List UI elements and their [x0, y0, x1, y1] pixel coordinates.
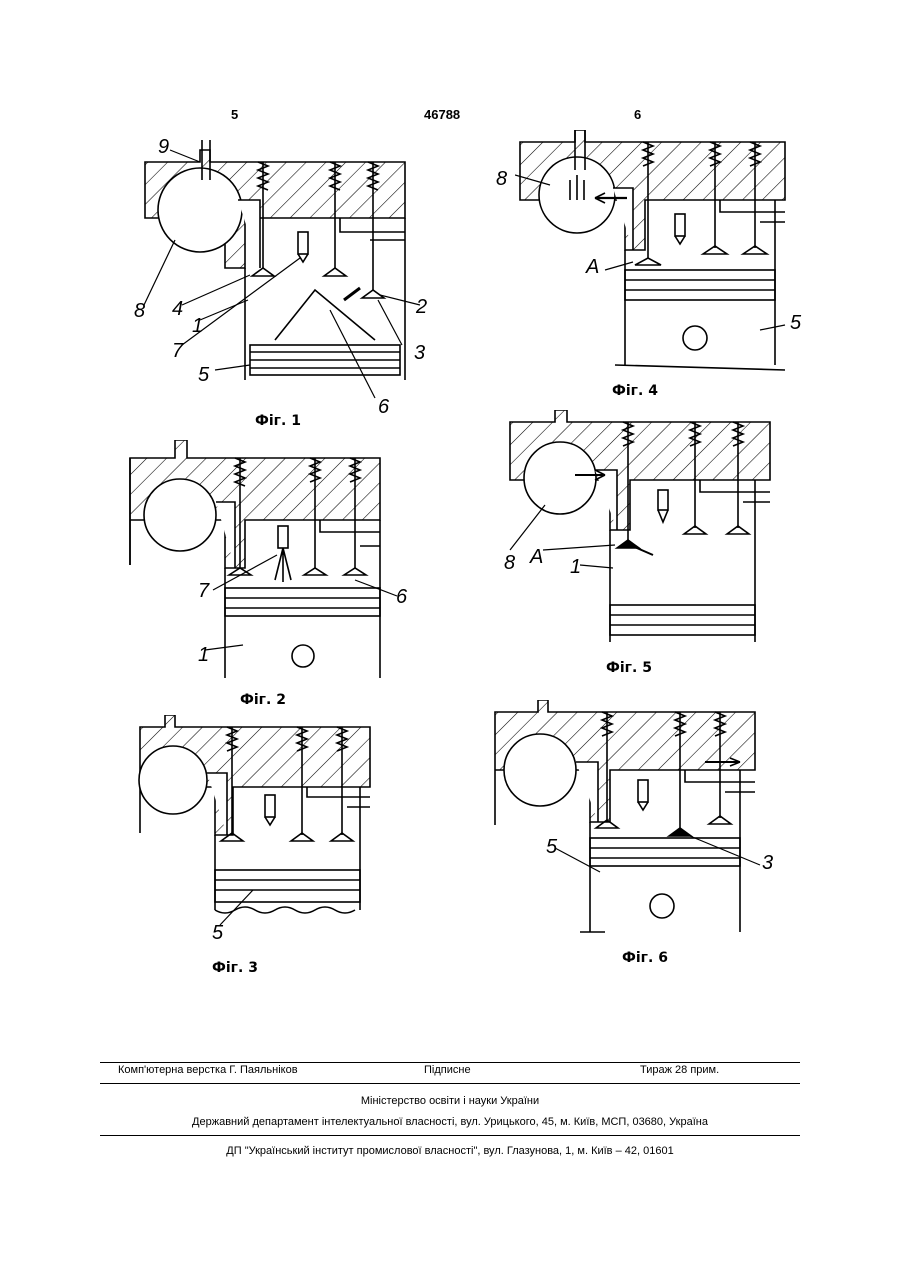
fig1-label-6: 6	[378, 396, 389, 419]
fig6-label-5: 5	[546, 836, 557, 859]
fig3-caption: Фіг. 3	[212, 960, 258, 976]
page-number-right: 6	[634, 107, 641, 122]
fig3-label-5: 5	[212, 922, 223, 945]
figure-5-drawing	[505, 410, 780, 650]
fig6-label-3: 3	[762, 852, 773, 875]
fig1-caption: Фіг. 1	[255, 413, 301, 429]
footer-rule-top	[100, 1062, 800, 1063]
fig1-label-7: 7	[172, 340, 183, 363]
patent-number: 46788	[424, 107, 460, 122]
fig5-label-1: 1	[570, 556, 581, 579]
page-number-left: 5	[231, 107, 238, 122]
fig1-label-2: 2	[416, 296, 427, 319]
footer-circulation: Тираж 28 прим.	[640, 1064, 719, 1076]
footer-rule-bottom	[100, 1135, 800, 1136]
figure-2-drawing	[125, 440, 415, 685]
fig1-label-9: 9	[158, 136, 169, 159]
footer-layout-credit: Комп'ютерна верстка Г. Паяльніков	[118, 1064, 298, 1076]
fig4-label-A: A	[586, 256, 599, 279]
fig4-label-8: 8	[496, 168, 507, 191]
fig1-label-4: 4	[172, 298, 183, 321]
fig2-label-6: 6	[396, 586, 407, 609]
fig2-label-7: 7	[198, 580, 209, 603]
figure-1-svg	[130, 140, 430, 410]
figure-3-svg	[135, 715, 385, 945]
fig5-label-8: 8	[504, 552, 515, 575]
fig4-caption: Фіг. 4	[612, 383, 658, 399]
fig6-caption: Фіг. 6	[622, 950, 668, 966]
figure-2-svg	[125, 440, 415, 685]
footer-signed: Підписне	[424, 1064, 471, 1076]
figure-1-drawing	[130, 140, 430, 410]
figure-6-drawing	[490, 700, 780, 935]
figure-3-drawing	[135, 715, 385, 945]
fig2-label-1: 1	[198, 644, 209, 667]
figure-5-svg	[505, 410, 780, 650]
figure-4-svg	[515, 130, 805, 375]
fig1-label-1: 1	[192, 315, 203, 338]
fig1-label-3: 3	[414, 342, 425, 365]
footer-ministry: Міністерство освіти і науки України	[0, 1095, 900, 1107]
fig1-label-8: 8	[134, 300, 145, 323]
footer-department: Державний департамент інтелектуальної вл…	[0, 1116, 900, 1128]
footer-institute: ДП "Український інститут промислової вла…	[0, 1145, 900, 1157]
fig4-label-5: 5	[790, 312, 801, 335]
fig5-caption: Фіг. 5	[606, 660, 652, 676]
fig5-label-A: A	[530, 546, 543, 569]
figure-6-svg	[490, 700, 780, 935]
fig1-label-5: 5	[198, 364, 209, 387]
footer-rule-middle	[100, 1083, 800, 1084]
figure-4-drawing	[515, 130, 805, 375]
fig2-caption: Фіг. 2	[240, 692, 286, 708]
